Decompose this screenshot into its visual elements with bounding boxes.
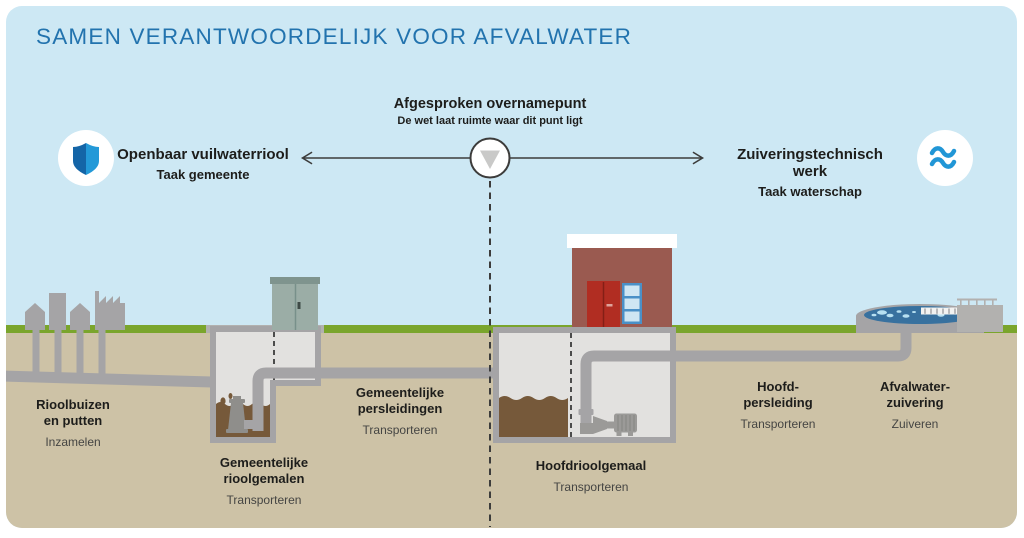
page-title: SAMEN VERANTWOORDELIJK VOOR AFVALWATER: [36, 24, 633, 49]
stage-afvalwaterzuivering: Afvalwater- zuivering Zuiveren: [835, 379, 995, 431]
stage-rioolbuizen: Rioolbuizen en putten Inzamelen: [0, 397, 146, 449]
stage-label: Afvalwater- zuivering: [879, 379, 951, 410]
arrowhead-right: [692, 151, 705, 165]
stage-label: Hoofdrioolgemaal: [535, 458, 647, 473]
zone-municipal-task: Taak gemeente: [156, 167, 250, 182]
handover-heading: Afgesproken overnamepunt: [393, 96, 587, 112]
stage-label: Hoofd- persleiding: [743, 379, 813, 410]
waves-icon: [917, 130, 973, 186]
handover-marker: [469, 137, 511, 179]
stage-hoofdpersleiding: Hoofd- persleiding Transporteren: [698, 379, 858, 431]
handover-subheading: De wet laat ruimte waar dit punt ligt: [397, 115, 583, 127]
treatment-tank: [856, 298, 1003, 333]
tank-foam-bubbles: [871, 310, 952, 318]
pit-pump: [226, 396, 256, 433]
stage-persleidingen: Gemeentelijke persleidingen Transportere…: [320, 385, 480, 437]
main-pressure-pipe: [580, 326, 912, 434]
triangle-down-icon: [480, 150, 500, 169]
stage-hoofdrioolgemaal: Hoofdrioolgemaal Transporteren: [501, 458, 681, 494]
arrowhead-left: [300, 151, 313, 165]
zone-municipal-heading: Openbaar vuilwaterriool: [117, 146, 289, 163]
stage-task: Inzamelen: [45, 434, 101, 449]
stage-task: Transporteren: [740, 416, 816, 431]
zone-waterboard-task: Taak waterschap: [758, 184, 862, 199]
main-pump: [580, 413, 637, 436]
station-window: [622, 283, 642, 324]
basin-sewage: [499, 396, 568, 437]
handover-point-label: Afgesproken overnamepunt De wet laat rui…: [340, 96, 640, 127]
stage-label: Gemeentelijke rioolgemalen: [219, 455, 309, 486]
stage-rioolgemalen: Gemeentelijke rioolgemalen Transporteren: [184, 455, 344, 507]
zone-waterboard: Zuiveringstechnisch werk Taak waterschap: [718, 146, 902, 199]
stage-label: Rioolbuizen en putten: [36, 397, 110, 428]
main-pump-station-building: [567, 234, 677, 327]
stage-task: Transporteren: [553, 479, 629, 494]
stage-label: Gemeentelijke persleidingen: [355, 385, 445, 416]
riser-flange: [578, 409, 594, 415]
zone-waterboard-heading: Zuiveringstechnisch werk: [737, 146, 883, 180]
tank-outbuilding: [957, 298, 1003, 332]
stage-task: Zuiveren: [891, 416, 939, 431]
stage-task: Transporteren: [362, 422, 438, 437]
city-buildings: [25, 291, 125, 330]
stage-task: Transporteren: [226, 492, 302, 507]
tank-walkway: [921, 307, 981, 315]
zone-municipal: Openbaar vuilwaterriool Taak gemeente: [113, 146, 293, 182]
control-cabinet: [270, 277, 320, 330]
shield-icon: [58, 130, 114, 186]
